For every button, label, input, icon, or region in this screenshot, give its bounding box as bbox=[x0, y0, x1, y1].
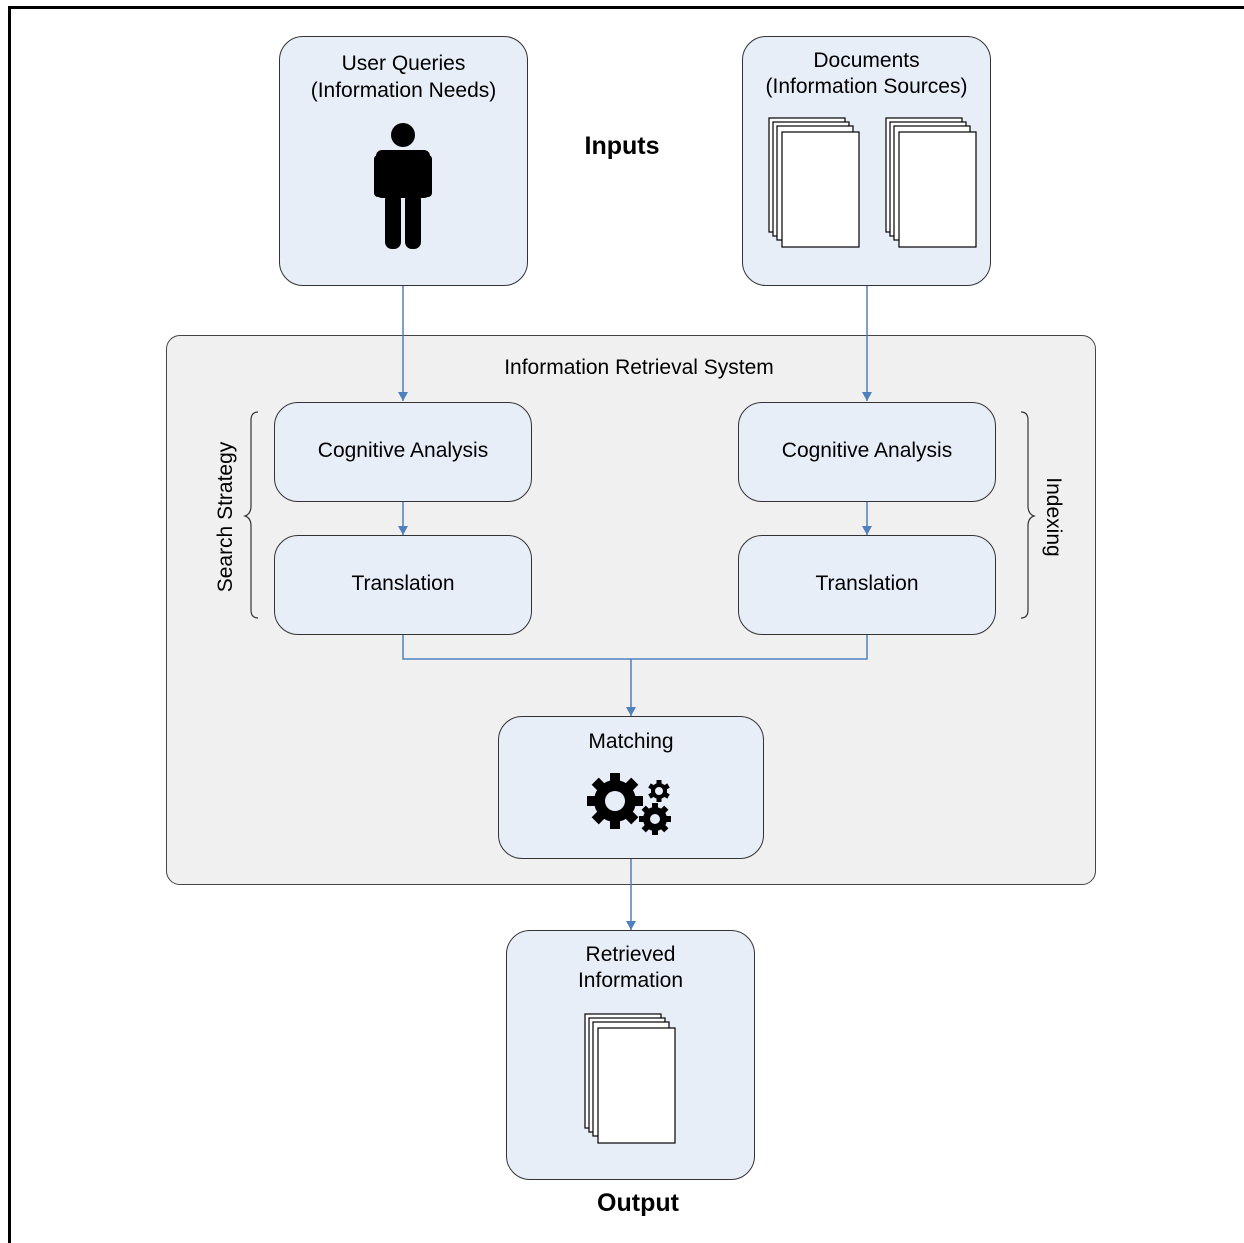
search-strategy-label: Search Strategy bbox=[214, 441, 237, 593]
output-heading: Output bbox=[597, 1189, 679, 1217]
right-translation-box: Translation bbox=[738, 535, 996, 635]
right-translation-label: Translation bbox=[815, 572, 919, 595]
gears-icon bbox=[587, 773, 671, 835]
matching-box: Matching bbox=[498, 716, 764, 859]
frame-left-border bbox=[8, 6, 11, 1243]
document-stack-icon bbox=[885, 117, 977, 248]
document-stack-icon bbox=[768, 117, 860, 248]
retrieved-title: Retrieved bbox=[585, 943, 676, 966]
document-stack-icon bbox=[584, 1013, 676, 1144]
indexing-label: Indexing bbox=[1042, 477, 1065, 557]
documents-subtitle: (Information Sources) bbox=[765, 75, 968, 98]
left-cognitive-analysis-label: Cognitive Analysis bbox=[317, 439, 489, 462]
frame-top-border bbox=[8, 6, 1244, 9]
user-queries-box: User Queries (Information Needs) bbox=[279, 36, 528, 286]
retrieved-subtitle: Information bbox=[577, 969, 684, 992]
left-cognitive-analysis-box: Cognitive Analysis bbox=[274, 402, 532, 502]
right-cognitive-analysis-label: Cognitive Analysis bbox=[781, 439, 953, 462]
user-queries-subtitle: (Information Needs) bbox=[310, 79, 497, 102]
retrieved-information-box: Retrieved Information bbox=[506, 930, 755, 1180]
documents-box: Documents (Information Sources) bbox=[742, 36, 991, 286]
right-cognitive-analysis-box: Cognitive Analysis bbox=[738, 402, 996, 502]
system-title: Information Retrieval System bbox=[504, 356, 774, 379]
inputs-heading: Inputs bbox=[584, 132, 660, 160]
matching-label: Matching bbox=[588, 730, 674, 753]
user-queries-title: User Queries bbox=[341, 52, 466, 75]
left-translation-box: Translation bbox=[274, 535, 532, 635]
left-translation-label: Translation bbox=[351, 572, 455, 595]
documents-title: Documents bbox=[813, 49, 920, 72]
person-icon bbox=[374, 123, 432, 249]
